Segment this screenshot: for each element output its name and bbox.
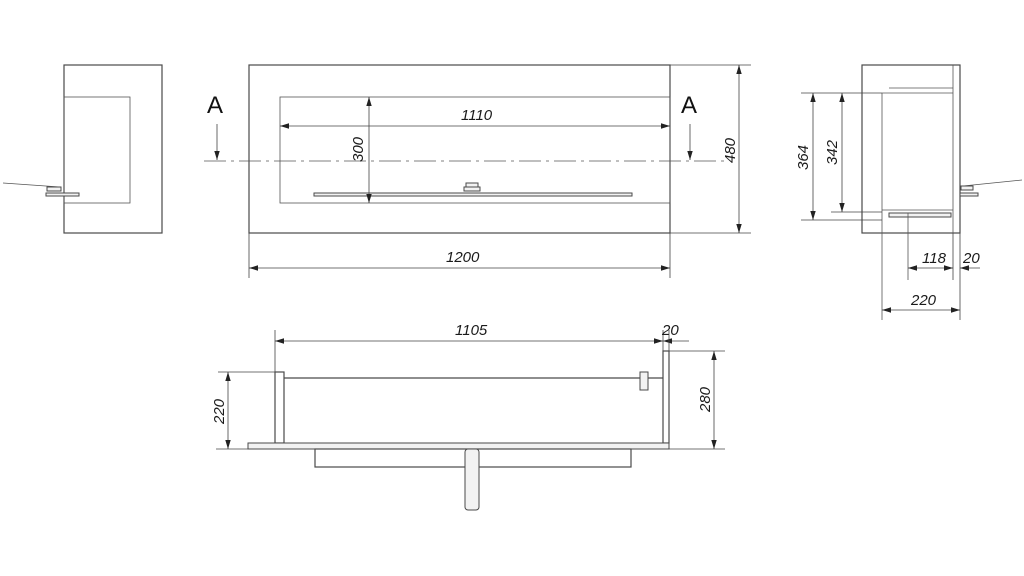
dim-overall-height: 480 — [722, 137, 739, 163]
section-view — [216, 330, 725, 511]
dim-inner-height: 300 — [350, 136, 367, 162]
dim-overall-depth: 220 — [910, 292, 937, 309]
front-view — [204, 64, 751, 278]
tray-handle-icon — [464, 448, 480, 511]
left-side-view — [2, 64, 163, 234]
section-marker-right: A — [681, 92, 697, 119]
dim-section-frame-thickness: 20 — [661, 322, 679, 339]
section-marker-left: A — [207, 92, 223, 119]
dim-inner-width: 1110 — [461, 107, 493, 124]
dim-section-height-right: 280 — [697, 386, 714, 413]
dim-height-outer: 364 — [795, 145, 812, 170]
dim-overall-width: 1200 — [446, 249, 480, 266]
dim-height-inner: 342 — [824, 139, 841, 165]
dim-section-height-left: 220 — [211, 398, 228, 425]
dim-frame-thickness: 20 — [962, 250, 980, 267]
right-side-view — [801, 64, 1023, 320]
dim-inner-depth: 118 — [922, 250, 947, 267]
dim-section-inner-length: 1105 — [455, 322, 488, 339]
